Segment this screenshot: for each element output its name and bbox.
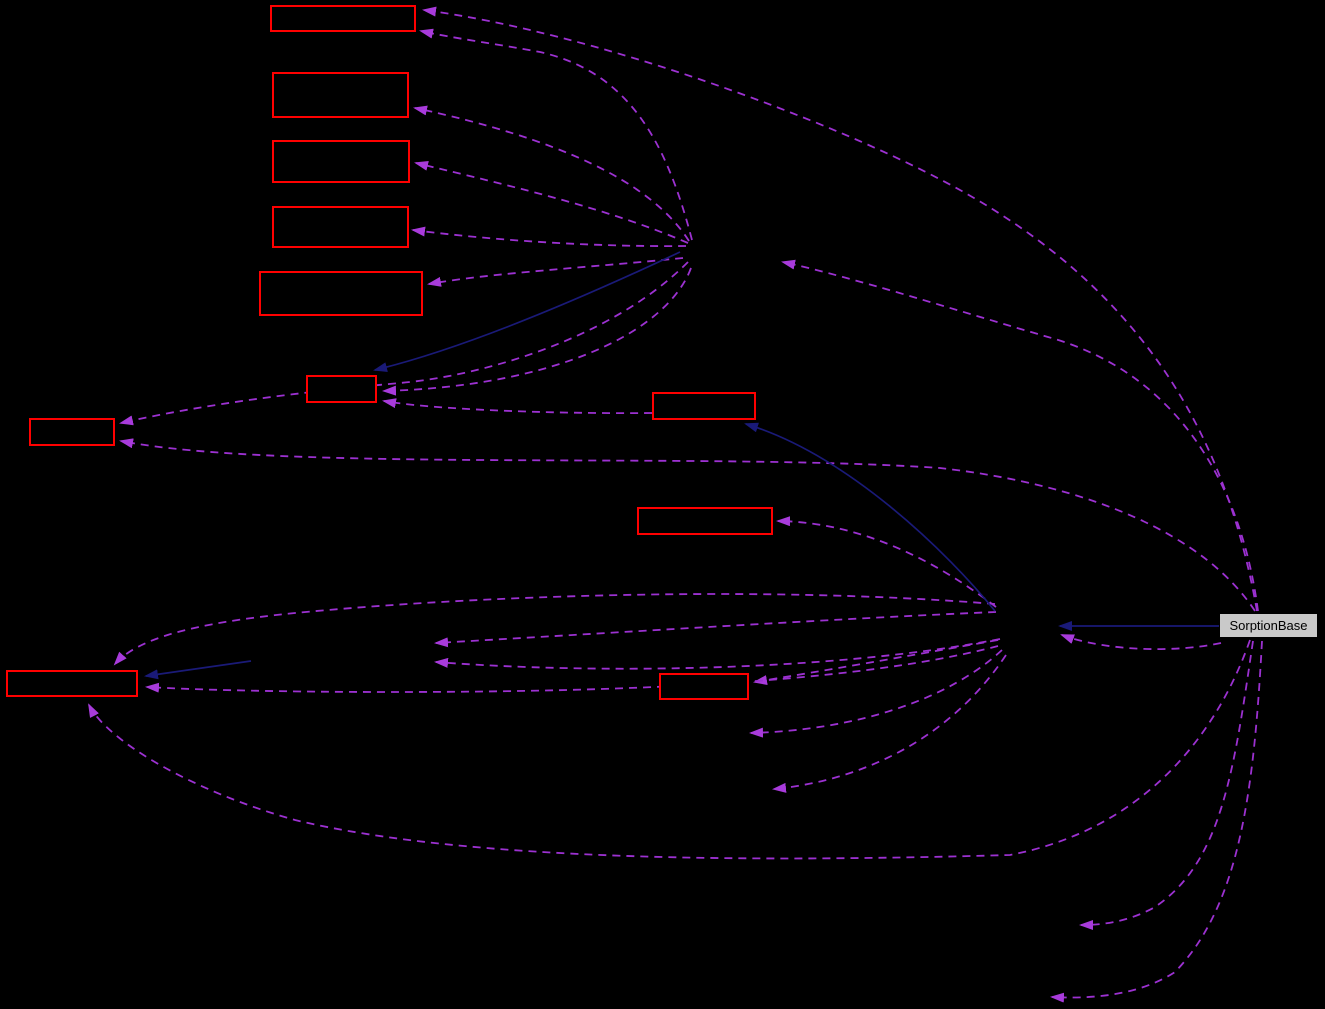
edge-hub-lower-to-class-left-lower bbox=[145, 645, 999, 693]
node-class-top-3[interactable] bbox=[272, 140, 410, 183]
node-class-left-upper[interactable] bbox=[29, 418, 115, 446]
edge-hub-lower-to-class-left-lower bbox=[113, 593, 996, 666]
edge-sorptionbase-to-hidden-f bbox=[1050, 640, 1263, 1003]
node-class-left-lower[interactable] bbox=[6, 670, 138, 697]
edge-hub-upper-to-class-small-mid bbox=[373, 251, 681, 373]
edge-hub-lower-to-hidden-a bbox=[434, 611, 997, 648]
edge-hub-upper-to-class-small-mid bbox=[382, 267, 692, 396]
edge-hub-upper-to-class-left-upper bbox=[119, 261, 689, 426]
edge-hub-upper-to-class-top-4 bbox=[411, 226, 687, 248]
node-class-mid-2[interactable] bbox=[637, 507, 773, 535]
edge-hub-upper-to-class-top-3 bbox=[414, 160, 689, 244]
edge-hub-lower-to-class-mid-3 bbox=[753, 639, 999, 685]
edge-hub-lower-to-hidden-d bbox=[772, 654, 1007, 793]
edge-sorptionbase-to-class-top-1 bbox=[422, 6, 1258, 612]
node-class-top-2[interactable] bbox=[272, 72, 409, 118]
node-class-mid-3[interactable] bbox=[659, 673, 749, 700]
node-class-mid-1[interactable] bbox=[652, 392, 756, 420]
edge-sorptionbase-to-class-left-upper bbox=[119, 438, 1256, 612]
node-class-top-1[interactable] bbox=[270, 5, 416, 32]
edge-hub-lower-to-class-mid-2 bbox=[776, 516, 997, 608]
node-class-small-mid[interactable] bbox=[306, 375, 377, 403]
node-sorptionbase[interactable]: SorptionBase bbox=[1219, 613, 1318, 638]
node-class-top-5[interactable] bbox=[259, 271, 423, 316]
edge-sorptionbase-to-hub-upper bbox=[781, 259, 1259, 612]
edge-hub-lower-to-class-mid-1 bbox=[744, 422, 996, 612]
edge-hub-upper-to-class-top-1 bbox=[419, 28, 693, 241]
edge-group bbox=[88, 6, 1263, 1003]
edge-hub-lower-to-hidden-b bbox=[434, 638, 1001, 670]
edge-hub-upper-to-class-top-2 bbox=[413, 105, 690, 242]
edge-sorptionbase-to-hidden-e bbox=[1079, 640, 1254, 930]
edge-hub-lower-to-hidden-c bbox=[749, 649, 1003, 738]
edge-sorptionbase-to-hub-lower bbox=[1060, 634, 1222, 650]
edge-hub-upper-to-class-top-5 bbox=[427, 257, 684, 287]
node-class-top-4[interactable] bbox=[272, 206, 409, 248]
edge-hidden-stub-to-class-left-lower bbox=[144, 660, 252, 680]
edge-class-mid-1-to-class-small-mid bbox=[382, 398, 653, 415]
edge-sorptionbase-to-class-left-lower bbox=[88, 639, 1251, 860]
